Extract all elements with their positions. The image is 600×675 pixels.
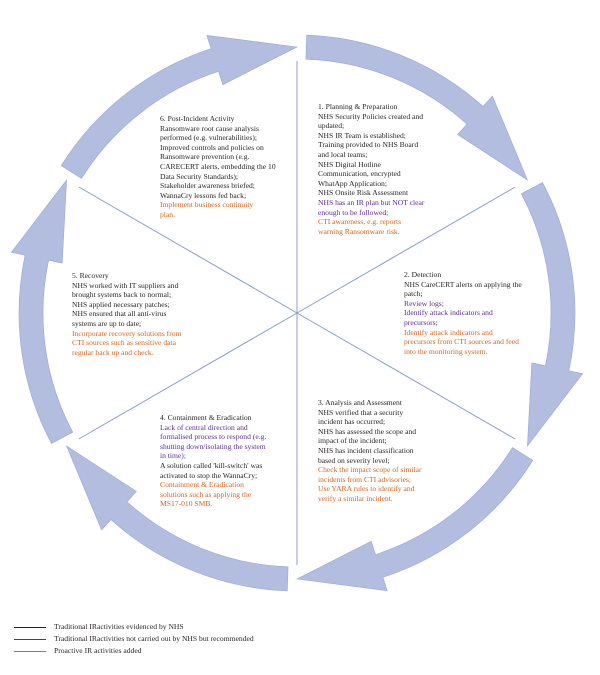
legend-label: Proactive IR activities added <box>54 646 142 655</box>
sector-containment: 4. Containment & Eradication Lack of cen… <box>160 413 320 509</box>
sector-line: Communication, encrypted <box>318 169 401 179</box>
sector-line: shutting down/isolating the system <box>160 441 266 451</box>
sector-line: Training provided to NHS Board <box>318 140 419 150</box>
sector-title: 6. Post-Incident Activity <box>160 114 235 123</box>
sector-line: Ransomware prevention (e.g. <box>160 152 250 162</box>
sector-line: NHS has an IR plan but NOT clear <box>318 197 425 207</box>
arrow-recovery <box>65 445 289 592</box>
sector-line: into the monitoring system. <box>404 346 488 356</box>
legend: Traditional IRactivities evidenced by NH… <box>14 621 254 657</box>
legend-swatch <box>14 650 46 652</box>
sector-planning: 1. Planning & Preparation NHS Security P… <box>318 102 468 236</box>
sector-line: patch; <box>404 289 423 299</box>
sector-line: CTI awareness, e.g. reports <box>318 217 402 227</box>
sector-line: plan. <box>160 209 175 219</box>
sector-line: warning Ransomware risk. <box>318 226 400 236</box>
sector-line: NHS has assessed the scope and <box>318 426 417 436</box>
sector-line: Stakeholder awareness briefed; <box>160 181 255 191</box>
legend-item: Traditional IRactivities not carried out… <box>14 633 254 645</box>
legend-item: Traditional IRactivities evidenced by NH… <box>14 621 254 633</box>
sector-line: A solution called 'kill-switch' was <box>160 460 263 470</box>
sector-title: 3. Analysis and Assessment <box>318 398 402 407</box>
arrow-post-incident <box>10 179 74 444</box>
sector-line: and local teams; <box>318 149 368 159</box>
sector-line: in time); <box>160 451 186 461</box>
sector-line: NHS worked with IT suppliers and <box>72 280 179 290</box>
sector-line: Data Security Standards); <box>160 171 239 181</box>
arrow-planning <box>60 34 299 179</box>
arrow-analysis <box>520 182 584 447</box>
sector-title: 4. Containment & Eradication <box>160 413 252 422</box>
sector-line: CARECERT alerts, embedding the 10 <box>160 161 276 171</box>
sector-title: 2. Detection <box>404 270 442 279</box>
sector-line: formalised process to respond (e.g. <box>160 432 267 442</box>
sector-post-incident: 6. Post-Incident Activity Ransomware roo… <box>160 114 310 220</box>
sector-recovery: 5. Recovery NHS worked with IT suppliers… <box>72 271 232 357</box>
legend-label: Traditional IRactivities not carried out… <box>54 634 254 643</box>
sector-line: precursors from CTI sources and feed <box>404 337 519 347</box>
sector-line: Check the impact scope of similar <box>318 465 422 475</box>
sector-line: Lack of central direction and <box>160 422 248 432</box>
sector-title: 5. Recovery <box>72 271 109 280</box>
sector-line: updated; <box>318 121 345 131</box>
sector-line: WannaCry lessons fed back; <box>160 190 247 200</box>
arrow-detection <box>305 34 529 181</box>
divider-line <box>78 186 298 314</box>
sector-line: performed (e.g. vulnerabilities); <box>160 133 257 143</box>
sector-line: CTI sources such as sensitive data <box>72 338 176 348</box>
sector-line: MS17-010 SMB. <box>160 499 213 509</box>
sector-line: Containment & Eradication <box>160 480 244 490</box>
sector-line: Identify attack indicators and <box>404 308 493 318</box>
arrow-containment <box>295 447 534 592</box>
legend-swatch <box>14 626 46 628</box>
sector-line: Improved controls and policies on <box>160 142 264 152</box>
sector-line: impact of the incident; <box>318 436 387 446</box>
sector-line: Identify attack indicators and <box>404 327 493 337</box>
sector-line: verify a similar incident. <box>318 493 393 503</box>
sector-line: NHS IR Team is established; <box>318 130 406 140</box>
sector-line: systems are up to date; <box>72 318 142 328</box>
sector-dividers <box>78 61 516 565</box>
sector-line: Incorporate recovery solutions from <box>72 328 182 338</box>
sector-line: enough to be followed; <box>318 207 389 217</box>
sector-line: NHS ensured that all anti-virus <box>72 309 167 319</box>
sector-line: activated to stop the WannaCry; <box>160 470 258 480</box>
sector-line: brought systems back to normal; <box>72 290 172 300</box>
divider-line <box>78 312 298 440</box>
sector-line: Ransomware root cause analysis <box>160 123 259 133</box>
cycle-arrows <box>10 34 584 592</box>
divider-line <box>296 312 516 440</box>
sector-line: NHS Digital Hotline <box>318 159 381 169</box>
sector-line: solutions such as applying the <box>160 489 252 499</box>
sector-detection: 2. Detection NHS CareCERT alerts on appl… <box>404 270 564 356</box>
sector-line: NHS applied necessary patches; <box>72 299 170 309</box>
legend-label: Traditional IRactivities evidenced by NH… <box>54 622 184 631</box>
sector-line: NHS has incident classification <box>318 445 414 455</box>
sector-title: 1. Planning & Preparation <box>318 102 398 111</box>
sector-line: NHS Security Policies created and <box>318 111 424 121</box>
sector-line: Implement business continuity <box>160 200 254 210</box>
sector-line: incidents from CTI advisories; <box>318 474 412 484</box>
sector-line: NHS Onsite Risk Assessment <box>318 188 409 198</box>
legend-swatch <box>14 638 46 640</box>
divider-line <box>296 186 516 314</box>
sector-line: incident has occurred; <box>318 417 386 427</box>
sector-line: regular back up and check. <box>72 347 154 357</box>
legend-item: Proactive IR activities added <box>14 645 254 657</box>
sector-line: WhatApp Application; <box>318 178 387 188</box>
sector-line: NHS verified that a security <box>318 407 404 417</box>
sector-line: NHS CareCERT alerts on applying the <box>404 279 522 289</box>
sector-line: based on severity level; <box>318 455 390 465</box>
sector-line: Review logs; <box>404 298 444 308</box>
sector-analysis: 3. Analysis and Assessment NHS verified … <box>318 398 468 504</box>
sector-line: precursors; <box>404 317 438 327</box>
sector-line: Use YARA rules to identify and <box>318 484 415 494</box>
